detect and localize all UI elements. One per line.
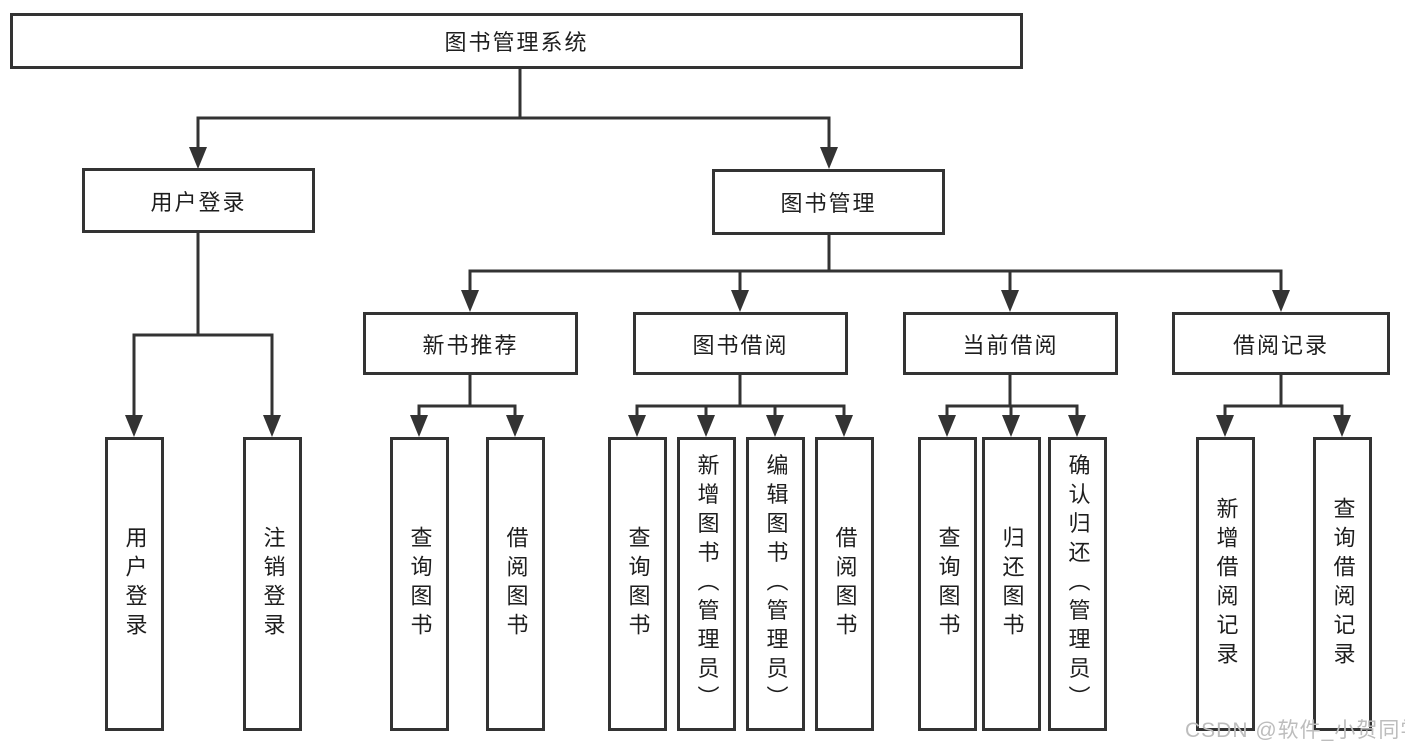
node-label: 借阅图书 xyxy=(503,526,529,642)
node-leaf-add-books-admin: 新增图书（管理员） xyxy=(677,437,736,731)
node-leaf-borrow-books-recommend: 借阅图书 xyxy=(486,437,545,731)
node-leaf-search-books-recommend: 查询图书 xyxy=(390,437,449,731)
node-label: 新增借阅记录 xyxy=(1213,497,1239,671)
node-borrow-records: 借阅记录 xyxy=(1172,312,1390,375)
node-new-book-recommend: 新书推荐 xyxy=(363,312,578,375)
node-leaf-user-login: 用户登录 xyxy=(105,437,164,731)
node-leaf-add-borrow-record: 新增借阅记录 xyxy=(1196,437,1255,731)
node-label: 图书管理系统 xyxy=(444,30,589,55)
node-label: 注销登录 xyxy=(260,526,286,642)
node-label: 借阅图书 xyxy=(832,526,858,642)
node-label: 新书推荐 xyxy=(422,332,519,358)
node-label: 新增图书（管理员） xyxy=(694,453,720,715)
node-label: 图书管理 xyxy=(780,191,877,216)
node-library-system: 图书管理系统 xyxy=(10,13,1023,69)
node-leaf-confirm-return-admin: 确认归还（管理员） xyxy=(1048,437,1107,731)
node-current-borrow: 当前借阅 xyxy=(903,312,1118,375)
node-user-login: 用户登录 xyxy=(82,168,315,233)
node-leaf-search-books-borrow: 查询图书 xyxy=(608,437,667,731)
node-label: 查询图书 xyxy=(935,526,961,642)
csdn-watermark: CSDN @软件_小贺同学 xyxy=(1185,719,1405,742)
node-leaf-search-borrow-record: 查询借阅记录 xyxy=(1313,437,1372,731)
node-label: 查询图书 xyxy=(625,526,651,642)
node-leaf-edit-books-admin: 编辑图书（管理员） xyxy=(746,437,805,731)
node-label: 归还图书 xyxy=(999,526,1025,642)
node-leaf-borrow-books: 借阅图书 xyxy=(815,437,874,731)
node-book-management: 图书管理 xyxy=(712,169,945,235)
node-book-borrow: 图书借阅 xyxy=(633,312,848,375)
node-leaf-search-books-current: 查询图书 xyxy=(918,437,977,731)
node-label: 借阅记录 xyxy=(1232,332,1329,358)
node-label: 确认归还（管理员） xyxy=(1065,453,1091,715)
node-leaf-return-books: 归还图书 xyxy=(982,437,1041,731)
node-label: 用户登录 xyxy=(122,526,148,642)
node-label: 图书借阅 xyxy=(692,332,789,358)
node-label: 查询图书 xyxy=(407,526,433,642)
node-label: 查询借阅记录 xyxy=(1330,497,1356,671)
node-label: 用户登录 xyxy=(150,189,247,215)
node-leaf-logout: 注销登录 xyxy=(243,437,302,731)
node-label: 编辑图书（管理员） xyxy=(763,453,789,715)
node-label: 当前借阅 xyxy=(962,332,1059,358)
